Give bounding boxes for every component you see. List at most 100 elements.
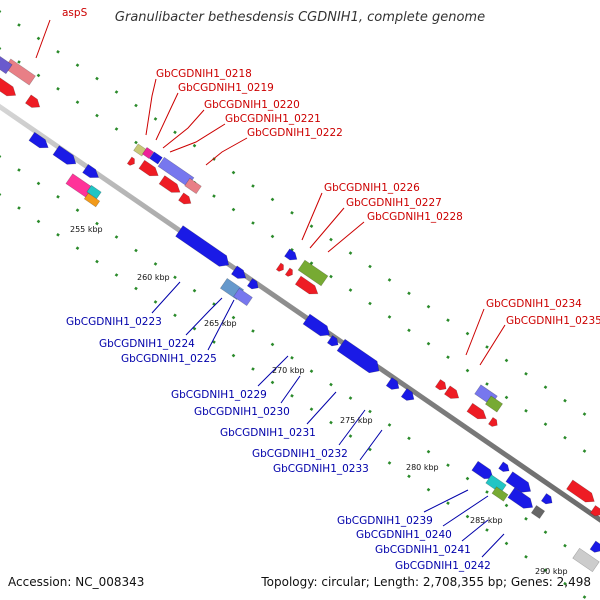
gene-feature[interactable] xyxy=(230,265,248,282)
gene-feature[interactable] xyxy=(302,313,333,340)
ruler-tick xyxy=(524,408,528,413)
ruler-tick xyxy=(465,331,470,336)
label-leader-line xyxy=(145,78,157,136)
gene-label-0228[interactable]: GbCGDNIH1_0228 xyxy=(367,211,463,223)
gene-feature[interactable] xyxy=(158,175,183,197)
gene-label-0241[interactable]: GbCGDNIH1_0241 xyxy=(375,544,471,556)
gene-feature[interactable] xyxy=(297,259,329,287)
ruler-tick xyxy=(95,259,99,264)
accession-text: Accession: NC_008343 xyxy=(8,575,145,589)
gene-feature[interactable] xyxy=(498,461,512,474)
gene-feature[interactable] xyxy=(572,547,600,573)
gene-label-0224[interactable]: GbCGDNIH1_0224 xyxy=(99,338,195,350)
gene-feature[interactable] xyxy=(52,145,79,169)
gene-feature[interactable] xyxy=(530,505,546,519)
gene-label-0242[interactable]: GbCGDNIH1_0242 xyxy=(395,560,491,572)
gene-label-0220[interactable]: GbCGDNIH1_0220 xyxy=(204,99,300,111)
ruler-tick xyxy=(95,113,99,118)
ruler-tick xyxy=(465,368,470,373)
gene-label-0218[interactable]: GbCGDNIH1_0218 xyxy=(156,68,252,80)
gene-feature[interactable] xyxy=(505,471,534,497)
gene-label-0226[interactable]: GbCGDNIH1_0226 xyxy=(324,182,420,194)
label-leader-line xyxy=(257,355,289,387)
gene-feature[interactable] xyxy=(184,177,202,195)
gene-feature[interactable] xyxy=(385,377,402,392)
gene-feature[interactable] xyxy=(484,395,504,413)
gene-label-0235[interactable]: GbCGDNIH1_0235 xyxy=(506,315,600,327)
ruler-tick xyxy=(36,181,41,186)
label-leader-line xyxy=(479,324,506,366)
ruler-tick xyxy=(485,490,489,494)
gene-feature[interactable] xyxy=(466,402,489,423)
gene-feature[interactable] xyxy=(326,335,340,348)
ruler-tick xyxy=(114,127,119,131)
ruler-tick xyxy=(563,581,567,586)
gene-label-0234[interactable]: GbCGDNIH1_0234 xyxy=(486,298,582,310)
gene-feature[interactable] xyxy=(28,131,51,152)
gene-feature[interactable] xyxy=(488,417,499,428)
ruler-tick xyxy=(0,192,2,197)
gene-feature[interactable] xyxy=(507,487,536,513)
ruler-tick xyxy=(231,315,236,320)
gene-feature[interactable] xyxy=(0,75,19,100)
ruler-tick xyxy=(153,117,158,121)
gene-label-0240[interactable]: GbCGDNIH1_0240 xyxy=(356,529,452,541)
gene-label-0222[interactable]: GbCGDNIH1_0222 xyxy=(247,127,343,139)
gene-feature[interactable] xyxy=(284,248,300,263)
ruler-tick xyxy=(426,341,431,346)
gene-feature[interactable] xyxy=(589,505,600,518)
gene-label-0231[interactable]: GbCGDNIH1_0231 xyxy=(220,427,316,439)
gene-feature[interactable] xyxy=(142,147,154,159)
gene-feature[interactable] xyxy=(294,275,320,298)
ruler-tick xyxy=(56,49,60,54)
gene-feature[interactable] xyxy=(138,159,161,180)
label-leader-line xyxy=(169,123,226,153)
gene-feature[interactable] xyxy=(443,385,461,402)
gene-feature[interactable] xyxy=(175,225,233,271)
ruler-tick xyxy=(153,262,158,266)
gene-feature[interactable] xyxy=(86,184,102,200)
gene-feature[interactable] xyxy=(0,51,13,75)
gene-feature[interactable] xyxy=(400,388,417,403)
label-leader-line xyxy=(359,429,383,461)
gene-feature[interactable] xyxy=(284,267,294,278)
kbp-marker: 290 kbp xyxy=(535,567,568,576)
gene-label-0230[interactable]: GbCGDNIH1_0230 xyxy=(194,406,290,418)
label-leader-line xyxy=(207,299,235,351)
ruler-tick xyxy=(134,286,138,291)
gene-feature[interactable] xyxy=(589,540,600,555)
ruler-tick xyxy=(114,235,119,239)
gene-label-0227[interactable]: GbCGDNIH1_0227 xyxy=(346,197,442,209)
gene-feature[interactable] xyxy=(246,278,260,291)
ruler-tick xyxy=(36,219,41,224)
gene-feature[interactable] xyxy=(566,479,598,506)
gene-feature[interactable] xyxy=(540,493,554,506)
ruler-tick xyxy=(134,248,138,253)
gene-label-0225[interactable]: GbCGDNIH1_0225 xyxy=(121,353,217,365)
gene-label-aspS[interactable]: aspS xyxy=(62,7,88,19)
gene-label-0239[interactable]: GbCGDNIH1_0239 xyxy=(337,515,433,527)
ruler-tick xyxy=(309,224,314,229)
gene-label-0221[interactable]: GbCGDNIH1_0221 xyxy=(225,113,321,125)
gene-feature[interactable] xyxy=(149,151,163,165)
ruler-tick xyxy=(309,369,314,374)
gene-feature[interactable] xyxy=(82,163,102,181)
gene-feature[interactable] xyxy=(434,379,448,392)
gene-label-0232[interactable]: GbCGDNIH1_0232 xyxy=(252,448,348,460)
gene-feature[interactable] xyxy=(83,192,101,208)
gene-feature[interactable] xyxy=(233,287,253,307)
ruler-tick xyxy=(485,528,489,532)
gene-feature[interactable] xyxy=(126,156,136,167)
ruler-tick xyxy=(563,543,567,548)
gene-feature[interactable] xyxy=(471,460,496,483)
gene-feature[interactable] xyxy=(491,486,509,502)
gene-label-0223[interactable]: GbCGDNIH1_0223 xyxy=(66,316,162,328)
gene-feature[interactable] xyxy=(336,338,383,377)
gene-feature[interactable] xyxy=(275,262,285,273)
gene-label-0229[interactable]: GbCGDNIH1_0229 xyxy=(171,389,267,401)
ruler-tick xyxy=(75,246,80,251)
gene-feature[interactable] xyxy=(178,192,194,207)
gene-label-0233[interactable]: GbCGDNIH1_0233 xyxy=(273,463,369,475)
gene-label-0219[interactable]: GbCGDNIH1_0219 xyxy=(178,82,274,94)
gene-feature[interactable] xyxy=(24,94,42,111)
